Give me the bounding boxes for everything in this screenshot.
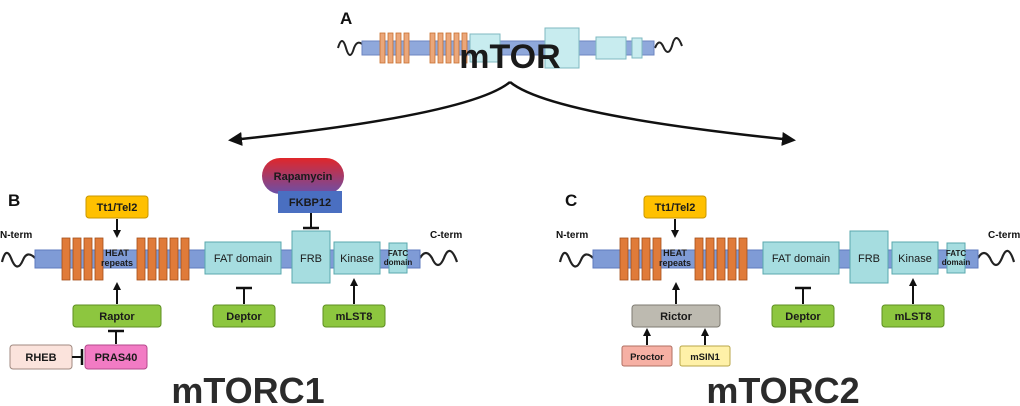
c-mlst8-label: mLST8	[895, 311, 932, 323]
b-deptor-label: Deptor	[226, 311, 262, 323]
c-kinase-label: Kinase	[898, 253, 932, 265]
b-fkbp12-box	[278, 191, 342, 213]
c-fatc-domain	[946, 242, 966, 274]
panel-a: A mTOR	[228, 9, 796, 146]
c-rictor-label: Rictor	[660, 311, 693, 323]
b-mlst8-box	[322, 304, 386, 328]
b-tt1-box	[85, 195, 149, 219]
mtorc1-title: mTORC1	[171, 370, 324, 406]
c-frb-domain	[849, 230, 889, 284]
b-raptor-label: Raptor	[99, 311, 135, 323]
b-heat-repeats	[61, 237, 190, 281]
c-msin1-box	[679, 345, 731, 367]
top-heat-repeats	[379, 32, 468, 64]
c-deptor-box	[771, 304, 835, 328]
b-mlst8-label: mLST8	[336, 311, 373, 323]
b-n-tail	[0, 251, 36, 268]
c-c-term-label: C-term	[988, 230, 1020, 241]
b-rapamycin-shape	[262, 158, 344, 194]
b-raptor-box	[72, 304, 162, 328]
c-c-tail	[977, 249, 1016, 267]
c-n-term-label: N-term	[556, 230, 588, 241]
top-n-tail	[337, 40, 363, 56]
b-kinase-domain	[333, 241, 381, 275]
c-proctor-box	[621, 345, 673, 367]
mtorc2-title: mTORC2	[706, 370, 859, 406]
c-mlst8-box	[881, 304, 945, 328]
b-c-tail	[419, 249, 459, 267]
c-deptor-label: Deptor	[785, 311, 821, 323]
b-deptor-box	[212, 304, 276, 328]
mtor-title: mTOR	[459, 38, 560, 76]
c-tt1-label: Tt1/Tel2	[655, 202, 696, 214]
top-frb-box	[544, 27, 580, 69]
top-fat-box	[469, 33, 501, 63]
b-fat-domain	[204, 241, 282, 275]
b-rapamycin-label: Rapamycin	[274, 171, 333, 183]
c-tt1-box	[643, 195, 707, 219]
c-n-tail	[558, 251, 594, 268]
b-fat-label: FAT domain	[214, 253, 272, 265]
c-proctor-label: Proctor	[630, 352, 664, 363]
c-rictor-box	[631, 304, 721, 328]
b-pras40-box	[84, 344, 148, 370]
b-kinase-label: Kinase	[340, 253, 374, 265]
c-kinase-domain	[891, 241, 939, 275]
b-pras40-label: PRAS40	[95, 352, 138, 364]
top-fatc-box	[631, 37, 643, 59]
top-c-tail	[654, 37, 683, 53]
panel-b-letter: B	[8, 191, 20, 210]
c-fat-label: FAT domain	[772, 253, 830, 265]
arrow-to-mtorc1	[228, 81, 511, 146]
b-fkbp12-label: FKBP12	[289, 197, 331, 209]
c-fat-domain	[762, 241, 840, 275]
b-c-term-label: C-term	[430, 230, 462, 241]
b-frb-domain	[291, 230, 331, 284]
b-tt1-label: Tt1/Tel2	[97, 202, 138, 214]
arrow-to-mtorc2	[509, 81, 796, 146]
b-rheb-label: RHEB	[25, 352, 56, 364]
b-frb-label: FRB	[300, 253, 322, 265]
b-fatc-domain	[388, 242, 408, 274]
top-kinase-box	[595, 36, 627, 60]
c-msin1-label: mSIN1	[690, 352, 720, 363]
panel-c-letter: C	[565, 191, 577, 210]
c-heat-repeats	[619, 237, 748, 281]
b-n-term-label: N-term	[0, 230, 32, 241]
panel-a-letter: A	[340, 9, 352, 28]
c-frb-label: FRB	[858, 253, 880, 265]
